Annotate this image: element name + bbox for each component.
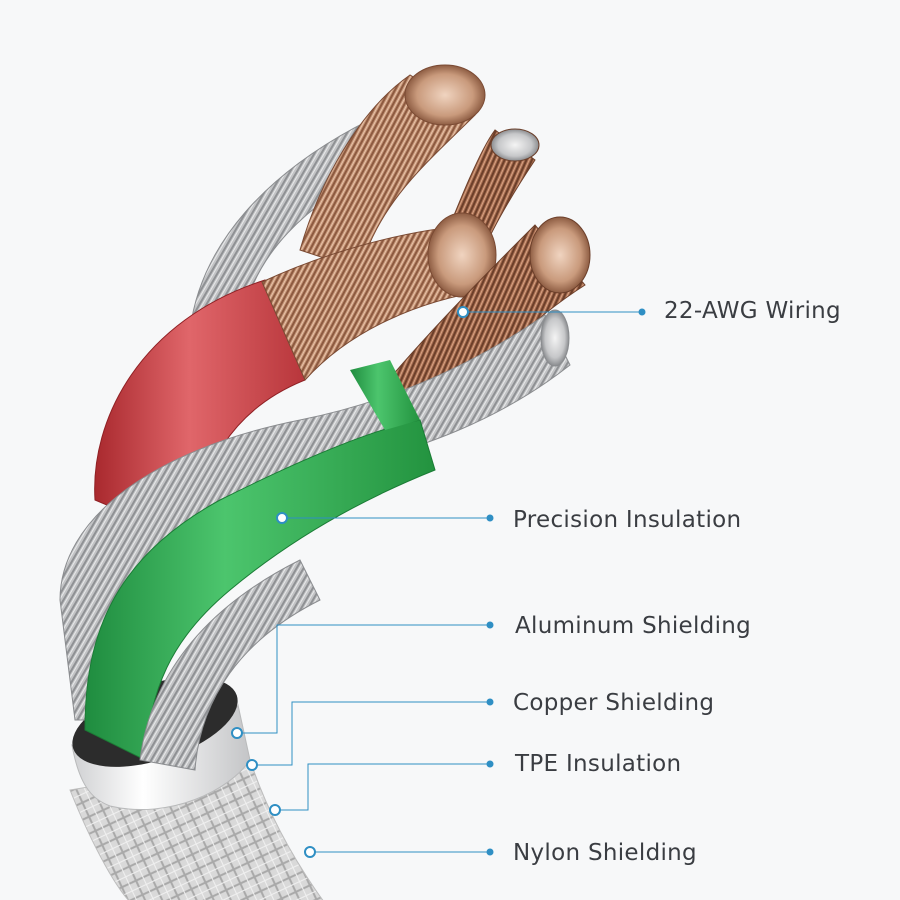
dot-nylon-end — [486, 848, 494, 856]
dot-aluminum-start — [231, 727, 243, 739]
dot-wiring-end — [638, 308, 646, 316]
label-copper-shielding: Copper Shielding — [513, 690, 715, 716]
dot-precision-start — [276, 512, 288, 524]
back-copper-conductor — [299, 64, 486, 271]
label-tpe-insulation: TPE Insulation — [515, 751, 682, 777]
callout-lines — [237, 311, 642, 853]
label-nylon-shielding: Nylon Shielding — [513, 840, 697, 866]
callout-line-tpe — [275, 763, 490, 811]
dot-tpe-start — [269, 804, 281, 816]
dot-tpe-end — [486, 760, 494, 768]
label-aluminum-shielding: Aluminum Shielding — [515, 613, 752, 639]
callout-line-copper — [252, 701, 490, 766]
copper-shield-layer — [139, 559, 321, 771]
dot-copper-end — [486, 698, 494, 706]
label-precision-insulation: Precision Insulation — [513, 507, 742, 533]
dot-precision-end — [486, 514, 494, 522]
dot-nylon-start — [304, 846, 316, 858]
dot-wiring-start — [457, 306, 469, 318]
green-insulated-wire — [84, 360, 436, 761]
dot-aluminum-end — [486, 621, 494, 629]
label-22-awg-wiring: 22-AWG Wiring — [664, 298, 841, 324]
dot-copper-start — [246, 759, 258, 771]
callout-line-aluminum — [237, 624, 490, 734]
callout-dots — [231, 306, 646, 858]
